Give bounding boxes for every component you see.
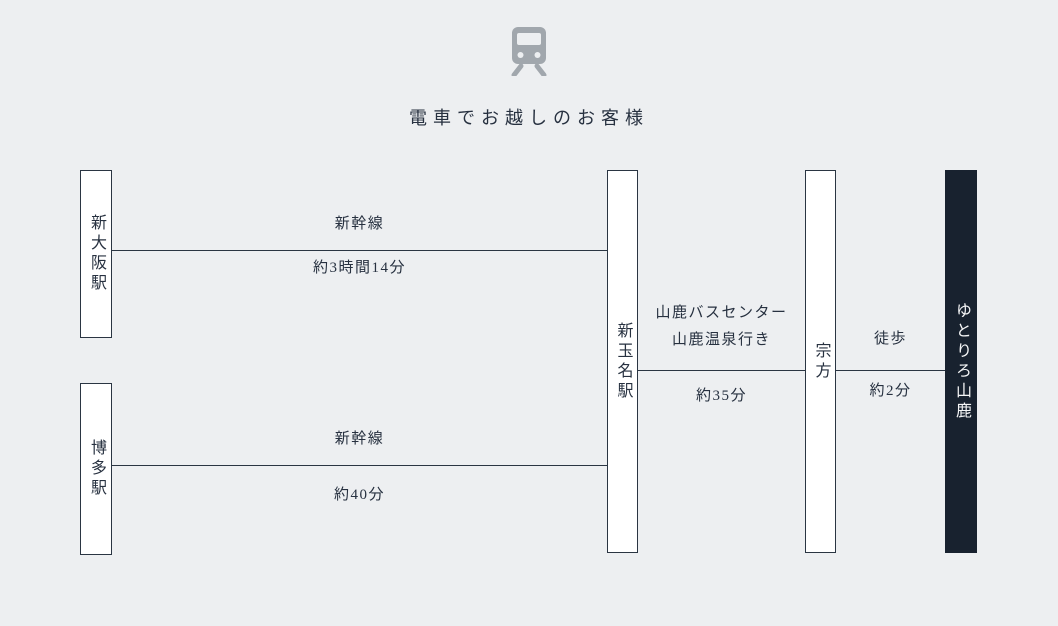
route-line-munakata-to-destination: [836, 370, 945, 371]
segment-method-shinkansen-osaka: 新幹線: [334, 216, 385, 232]
station-label-munakata: 宗方: [812, 341, 830, 382]
station-box-munakata: 宗方: [805, 170, 836, 553]
station-box-shin-osaka: 新大阪駅: [80, 170, 112, 338]
segment-method-bus-line1: 山鹿バスセンター: [655, 305, 788, 321]
station-box-shin-tamana: 新玉名駅: [607, 170, 638, 553]
segment-duration-osaka: 約3時間14分: [312, 260, 406, 276]
page-title: 電車でお越しのお客様: [409, 108, 649, 128]
segment-duration-hakata: 約40分: [333, 487, 385, 503]
station-box-hakata: 博多駅: [80, 383, 112, 555]
route-line-hakata-to-shin-tamana: [112, 465, 607, 466]
destination-label: ゆとりろ山鹿: [953, 301, 970, 422]
station-label-hakata: 博多駅: [88, 439, 105, 499]
segment-duration-bus: 約35分: [695, 388, 747, 404]
segment-method-bus-line2: 山鹿温泉行き: [671, 332, 771, 348]
segment-method-walk: 徒歩: [873, 331, 907, 347]
route-line-shin-osaka-to-shin-tamana: [112, 250, 607, 251]
station-label-shin-osaka: 新大阪駅: [88, 214, 105, 294]
segment-method-shinkansen-hakata: 新幹線: [334, 431, 385, 447]
destination-box-yutorelo-yamaga: ゆとりろ山鹿: [945, 170, 977, 553]
train-icon: [507, 26, 551, 78]
station-label-shin-tamana: 新玉名駅: [614, 321, 632, 402]
route-line-shin-tamana-to-munakata: [638, 370, 805, 371]
segment-duration-walk: 約2分: [869, 383, 912, 399]
